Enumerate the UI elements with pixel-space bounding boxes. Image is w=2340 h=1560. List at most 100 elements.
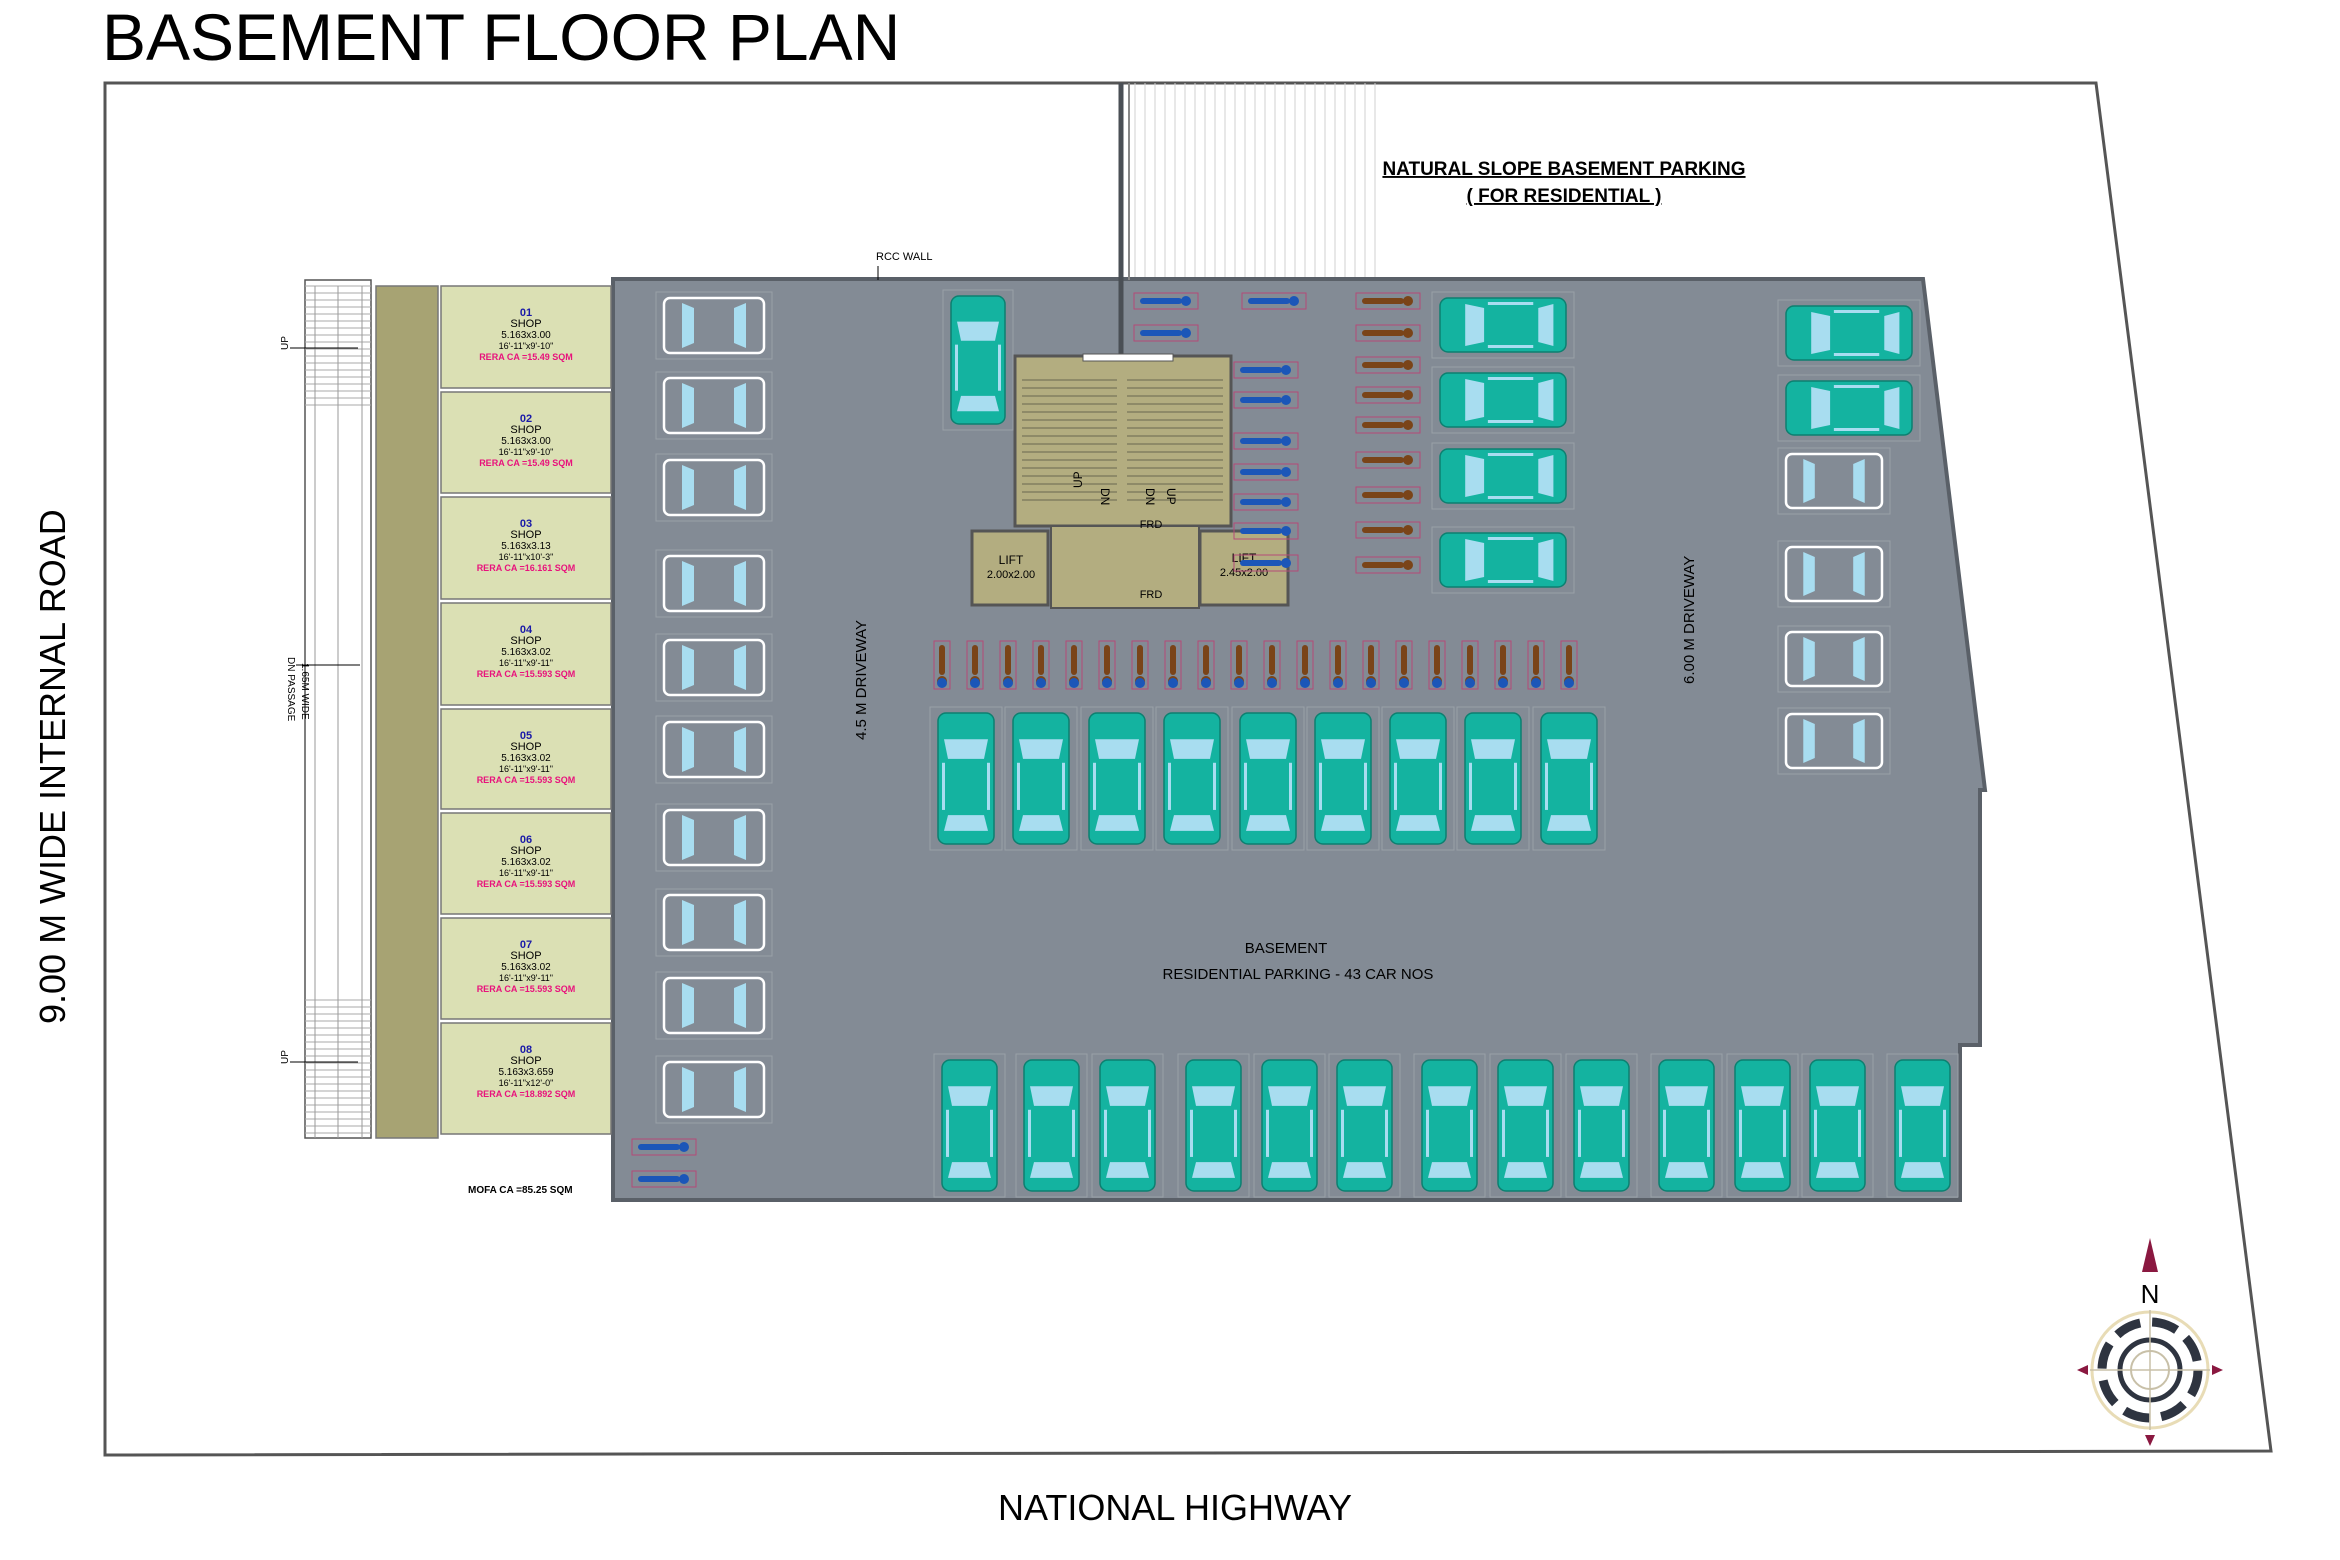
shop-size: 5.163x3.02: [501, 753, 551, 764]
car-rear-window: [1853, 459, 1865, 503]
parking-slot: [1431, 366, 1575, 434]
bike-head: [1403, 420, 1413, 430]
car-windshield: [1321, 739, 1365, 759]
parking-slot: [1091, 1053, 1164, 1198]
bike-wheel: [1366, 678, 1376, 688]
bike-head: [1403, 525, 1413, 535]
car-rear-window: [734, 983, 746, 1028]
bike-body: [1362, 330, 1404, 336]
car-rear-window: [1396, 815, 1440, 831]
bike-body: [638, 1176, 680, 1182]
shop-size: 5.163x3.00: [501, 330, 551, 341]
car-windshield: [1095, 739, 1139, 759]
car-side-window: [1310, 1109, 1313, 1157]
car-windshield: [682, 561, 694, 606]
shop-no: 07: [520, 939, 532, 951]
parking-slot: [1381, 706, 1455, 851]
bike-wheel: [1003, 678, 1013, 688]
parking-slot: [1328, 1053, 1401, 1198]
car: [950, 295, 1006, 425]
lift-1-name: LIFT: [999, 553, 1024, 567]
parking-slot: [1777, 707, 1891, 775]
car-windshield: [1170, 739, 1214, 759]
car-side-window: [1487, 302, 1534, 305]
bike: [631, 1138, 697, 1156]
parking-slot: [933, 1053, 1006, 1198]
car-side-window: [1833, 353, 1880, 356]
mofa-label: MOFA CA =85.25 SQM: [468, 1185, 573, 1196]
car: [1894, 1059, 1951, 1192]
car: [1658, 1059, 1715, 1192]
up-label-bottom: UP: [280, 1050, 291, 1064]
shop-imperial: 16'-11"x9'-11": [499, 764, 553, 774]
car-outline: [1784, 545, 1884, 603]
bike-head: [1281, 365, 1291, 375]
car: [1464, 712, 1522, 845]
bike-body: [1362, 362, 1404, 368]
parking-slot: [1801, 1053, 1874, 1198]
bike-body: [1362, 392, 1404, 398]
shop-rera: RERA CA =16.161 SQM: [477, 563, 576, 573]
car-windshield: [1811, 312, 1831, 354]
bike: [1233, 361, 1299, 379]
bike-slot: [1233, 361, 1299, 379]
car: [941, 1059, 998, 1192]
car-side-window: [1814, 1109, 1817, 1157]
car-rear-window: [1665, 1162, 1708, 1178]
car-side-window: [1487, 496, 1534, 499]
slope-label-2: ( FOR RESIDENTIAL ): [1467, 186, 1662, 207]
slope-label-1: NATURAL SLOPE BASEMENT PARKING: [1382, 159, 1745, 180]
car: [1497, 1059, 1554, 1192]
shop-rera: RERA CA =15.593 SQM: [477, 669, 576, 679]
car-outline-body: [1784, 452, 1884, 510]
bike-slot: [1241, 292, 1307, 310]
parking-slot: [1431, 291, 1575, 359]
bike-slot: [1355, 292, 1421, 310]
basement-parking-label: RESIDENTIAL PARKING - 43 CAR NOS: [1163, 966, 1434, 983]
car-side-window: [1833, 428, 1880, 431]
parking-slot: [1777, 299, 1921, 367]
up-label-top: UP: [280, 336, 291, 350]
car-side-window: [946, 1109, 949, 1157]
car-outline-body: [662, 638, 766, 697]
car-rear-window: [1246, 815, 1290, 831]
car-rear-window: [1884, 312, 1900, 354]
car-rear-window: [1901, 1162, 1944, 1178]
bike-body: [1240, 438, 1282, 444]
bike-head: [1281, 436, 1291, 446]
car-windshield: [682, 1067, 694, 1112]
parking-slot: [1650, 1053, 1723, 1198]
bike-slot: [999, 640, 1017, 690]
bike-head: [1281, 497, 1291, 507]
car-side-window: [1578, 1109, 1581, 1157]
shop-imperial: 16'-11"x12'-0": [499, 1078, 554, 1088]
car-side-window: [1072, 1109, 1075, 1157]
bike-body: [1269, 645, 1275, 675]
bike-slot: [1133, 292, 1199, 310]
shop-size: 5.163x3.13: [501, 541, 551, 552]
shop-name: SHOP: [510, 635, 541, 647]
bike-body: [939, 645, 945, 675]
car-side-window: [1858, 1109, 1861, 1157]
shop-name: SHOP: [510, 1055, 541, 1067]
bike-head: [1403, 296, 1413, 306]
car-windshield: [1465, 379, 1485, 421]
bike-head: [1403, 455, 1413, 465]
car-side-window: [1590, 762, 1593, 810]
car-windshield: [682, 900, 694, 945]
bike-head: [679, 1174, 689, 1184]
car-side-window: [1234, 1109, 1237, 1157]
bike-body: [1071, 645, 1077, 675]
car: [1439, 372, 1567, 428]
bike-body: [1038, 645, 1044, 675]
car: [1439, 297, 1567, 353]
car-rear-window: [734, 303, 746, 348]
bike-wheel: [970, 678, 980, 688]
car-windshield: [682, 465, 694, 510]
car: [1023, 1059, 1080, 1192]
bike-body: [1140, 298, 1182, 304]
car-rear-window: [1547, 815, 1591, 831]
bike: [1355, 521, 1421, 539]
shop-rera: RERA CA =15.593 SQM: [477, 775, 576, 785]
shop-rera: RERA CA =18.892 SQM: [477, 1089, 576, 1099]
